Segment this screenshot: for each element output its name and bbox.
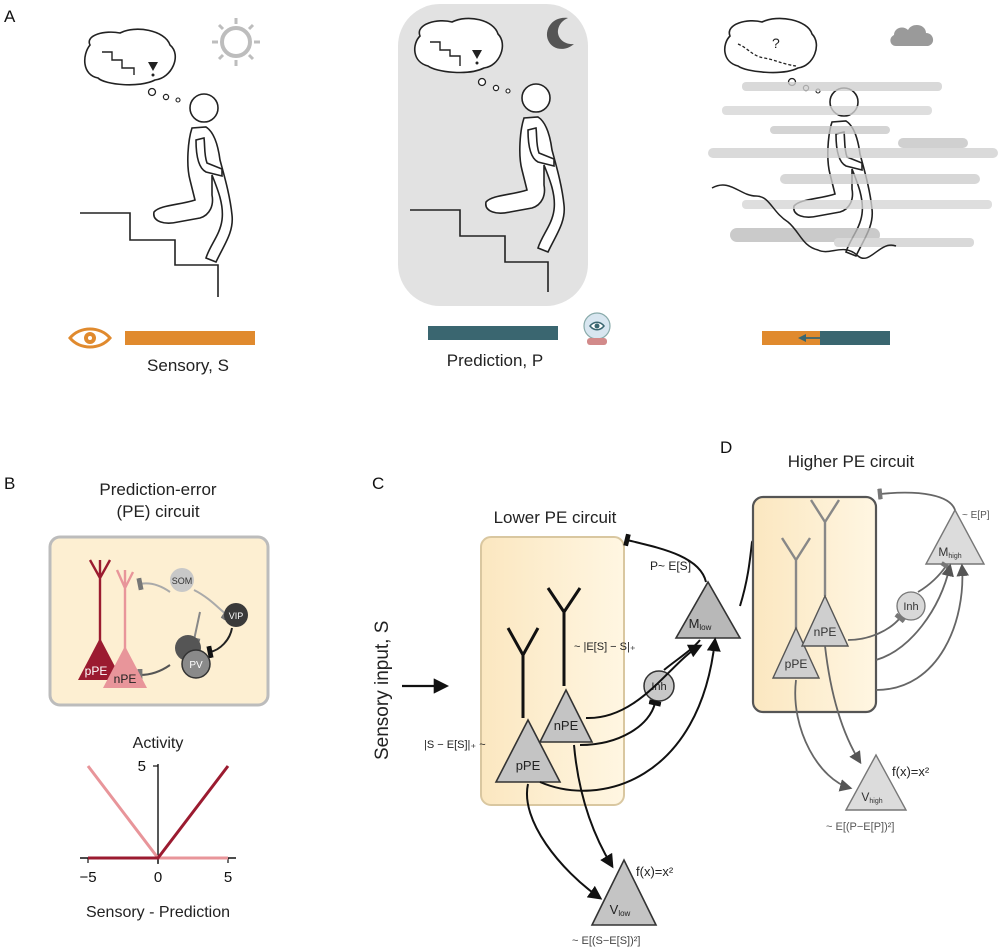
chart-x-label: Sensory - Prediction bbox=[86, 904, 230, 921]
sun-icon bbox=[212, 18, 260, 66]
fog-line bbox=[711, 184, 897, 259]
sensory-bar bbox=[125, 331, 255, 345]
eq-prediction: P~ E[S] bbox=[650, 559, 691, 573]
prediction-bar bbox=[820, 331, 890, 345]
panel-letter-c: C bbox=[372, 474, 384, 493]
panel-letter-d: D bbox=[720, 438, 732, 457]
person-figure bbox=[485, 83, 566, 254]
lower-npe-cell bbox=[538, 688, 594, 743]
higher-ppe-label: pPE bbox=[785, 657, 808, 671]
scene-night: Prediction, P bbox=[398, 4, 611, 370]
x-tick-label: −5 bbox=[79, 869, 96, 886]
eq-f-high: f(x)=x² bbox=[892, 764, 930, 779]
double-arrow-icon bbox=[798, 334, 854, 342]
lower-inh-label: Inh bbox=[651, 681, 666, 693]
prediction-bar bbox=[428, 326, 558, 340]
pe-circuit-box: SOM VIP PV pPE nPE bbox=[48, 535, 270, 707]
y-tick-label: 5 bbox=[138, 758, 146, 775]
stairs bbox=[410, 209, 549, 292]
panel-letter-a: A bbox=[4, 7, 16, 26]
higher-inh-label: Inh bbox=[903, 601, 918, 613]
x-tick-label: 5 bbox=[224, 869, 232, 886]
lower-pe-box: pPE nPE bbox=[480, 536, 625, 806]
stairs bbox=[80, 212, 219, 297]
lower-npe-label: nPE bbox=[554, 718, 579, 733]
eq-ppe: |S − E[S]|₊ ~ bbox=[424, 739, 486, 751]
m-high-label: Mhigh bbox=[938, 545, 961, 560]
lower-ppe-cell bbox=[494, 718, 562, 783]
higher-pe-box: pPE nPE bbox=[751, 495, 878, 714]
panel-letter-b: B bbox=[4, 474, 15, 493]
npe-cell bbox=[103, 646, 147, 688]
ppe-label: pPE bbox=[85, 664, 108, 678]
pv-label: PV bbox=[189, 660, 203, 671]
moon-icon bbox=[546, 17, 574, 49]
x-tick-label: 0 bbox=[154, 869, 162, 886]
eq-f-low: f(x)=x² bbox=[636, 864, 674, 879]
thought-bubble: ? bbox=[723, 17, 821, 94]
thought-bubble bbox=[83, 28, 181, 103]
vip-label: VIP bbox=[229, 611, 244, 621]
ppe-cell bbox=[78, 638, 122, 680]
pv-cell bbox=[181, 649, 211, 679]
chart-title: Activity bbox=[133, 735, 184, 752]
eq-expected-p: ~ E[P] bbox=[962, 510, 990, 521]
eq-var-low: ~ E[(S−E[S])²] bbox=[572, 935, 640, 947]
v-low-cell bbox=[590, 858, 658, 926]
higher-connections bbox=[794, 488, 970, 792]
lower-ppe-label: pPE bbox=[516, 758, 541, 773]
sensory-bar bbox=[762, 331, 832, 345]
m-low-label: Mlow bbox=[689, 616, 712, 632]
scene-daylight: Sensory, S bbox=[68, 18, 260, 375]
v-high-cell bbox=[844, 753, 908, 811]
v-low-label: Vlow bbox=[610, 902, 631, 918]
question-mark: ? bbox=[772, 35, 780, 51]
m-high-cell bbox=[924, 508, 986, 565]
higher-npe-label: nPE bbox=[814, 625, 837, 639]
eye-icon bbox=[68, 327, 112, 349]
eq-var-high: ~ E[(P−E[P])²] bbox=[826, 821, 894, 833]
person-figure bbox=[153, 93, 234, 264]
crystal-ball-icon bbox=[583, 312, 611, 345]
prediction-label: Prediction, P bbox=[447, 351, 543, 370]
activity-chart: Activity −5 0 5 5 Sensory - Prediction bbox=[79, 735, 236, 921]
som-label: SOM bbox=[172, 576, 193, 586]
lower-pe-title: Lower PE circuit bbox=[494, 508, 617, 527]
npe-label: nPE bbox=[114, 672, 137, 686]
fog-bands bbox=[708, 82, 998, 247]
higher-pe-title: Higher PE circuit bbox=[788, 452, 915, 471]
thought-bubble bbox=[413, 17, 511, 94]
pe-circuit-title-line1: Prediction-error bbox=[99, 480, 216, 499]
v-high-label: Vhigh bbox=[861, 790, 882, 805]
cloud-icon bbox=[890, 24, 934, 46]
sensory-input-label: Sensory input, S bbox=[372, 621, 393, 760]
vip-cell bbox=[224, 603, 248, 627]
som-cell bbox=[170, 568, 194, 592]
sensory-label: Sensory, S bbox=[147, 356, 229, 375]
scene-fog: ? bbox=[708, 17, 998, 345]
pe-circuit-title-line2: (PE) circuit bbox=[116, 502, 199, 521]
series-line-ppe bbox=[88, 765, 230, 860]
eq-npe: ~ |E[S] − S|₊ bbox=[574, 641, 636, 653]
higher-ppe-cell bbox=[771, 626, 821, 679]
